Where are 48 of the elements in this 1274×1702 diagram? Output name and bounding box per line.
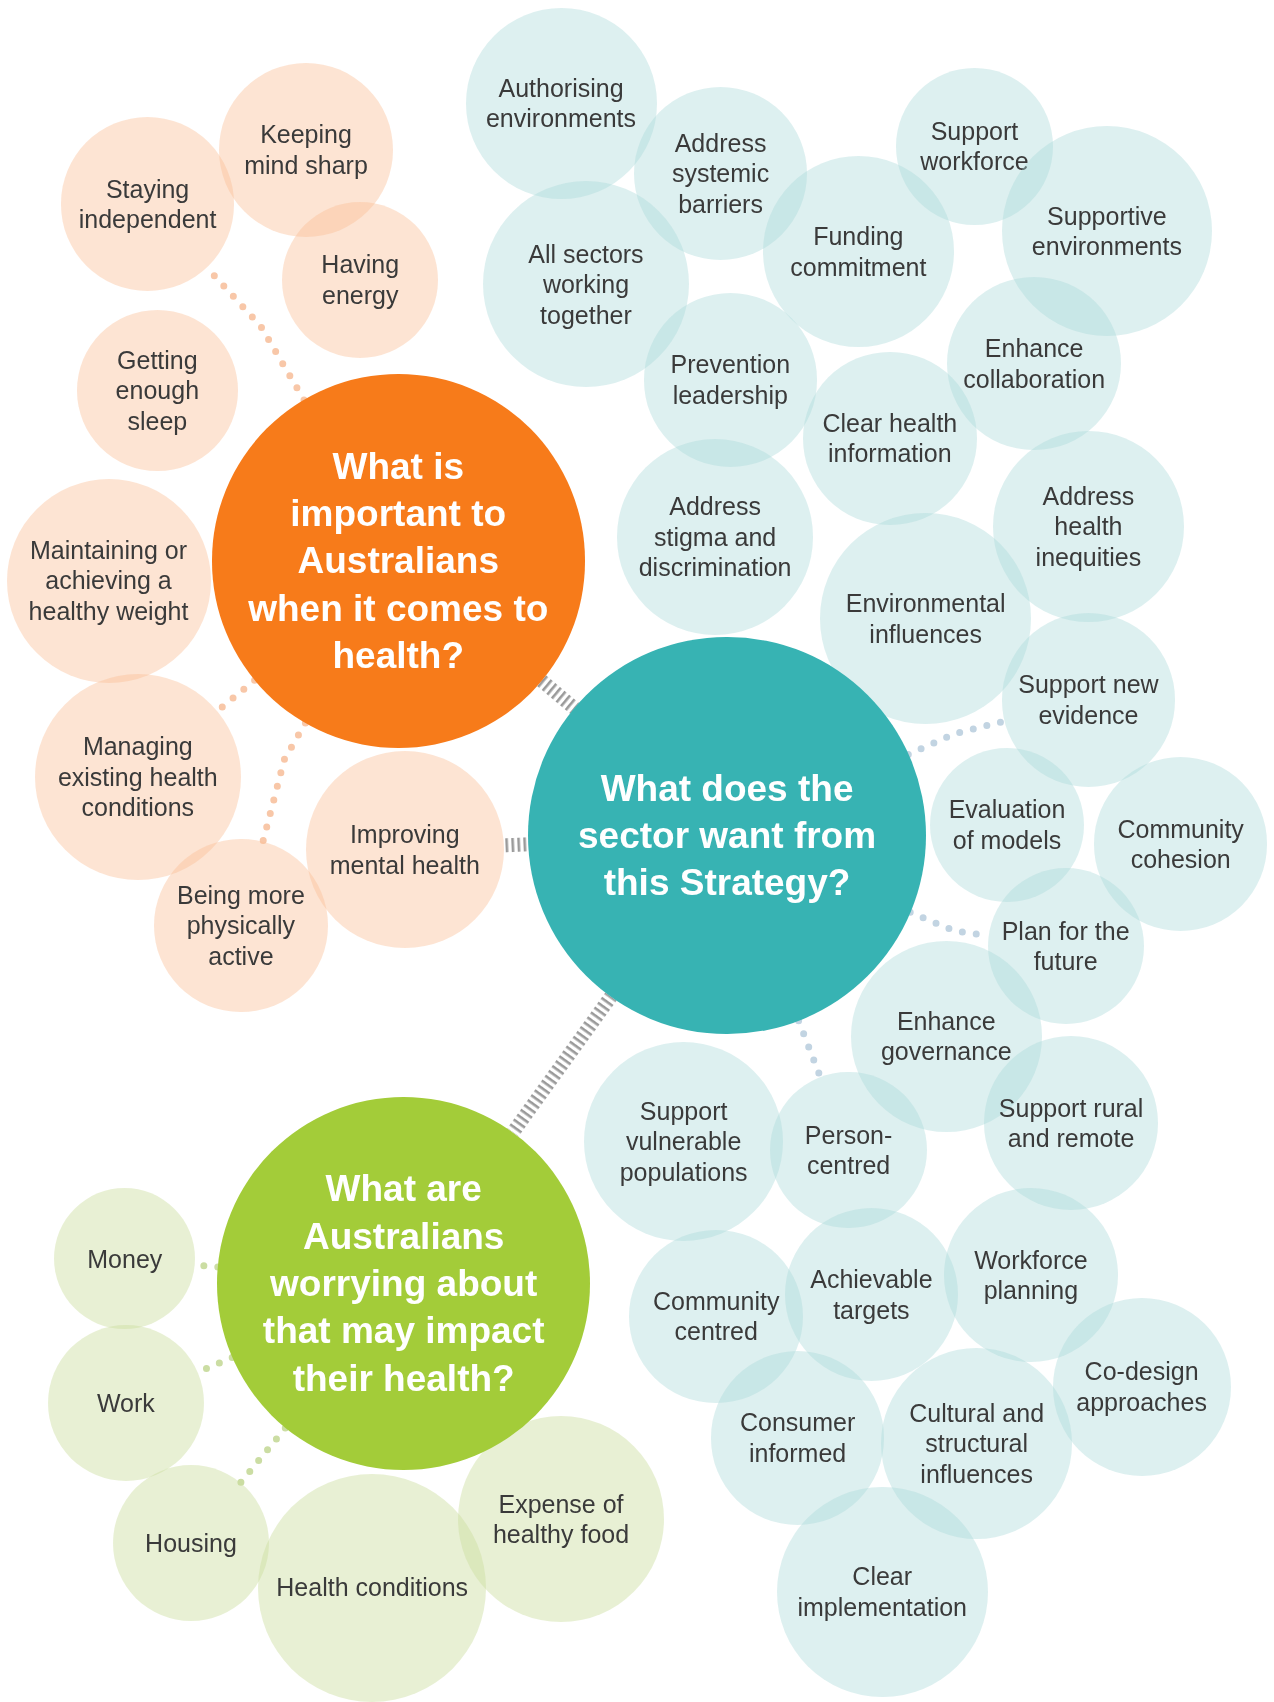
topic-text: Environmental influences (844, 588, 1007, 650)
topic-text: Support workforce (919, 116, 1030, 177)
topic-text: Expense of healthy food (491, 1488, 631, 1550)
topic-text: Being more physically active (175, 879, 306, 972)
topic-text: Housing (144, 1527, 238, 1559)
topic-text: Clear implementation (796, 1561, 968, 1623)
topic-text: Work (95, 1387, 156, 1419)
topic-text: Community cohesion (1116, 813, 1245, 875)
topic-text: Authorising environments (484, 72, 638, 134)
topic-text: Health conditions (275, 1572, 470, 1603)
topic-text: Keeping mind sharp (243, 119, 369, 181)
topic-text: Person-centred (803, 1119, 894, 1181)
topic-text: Having energy (320, 249, 401, 311)
topic-text: Maintaining or achieving a healthy weight (27, 534, 190, 627)
topic-text: Managing existing health conditions (56, 731, 219, 823)
topic-text: All sectors working together (527, 238, 645, 331)
topic-text: Funding commitment (789, 221, 928, 283)
topic-text: Clear health information (821, 407, 959, 469)
topic-text: Enhance collaboration (962, 333, 1107, 395)
topic-text: Achievable targets (809, 1264, 934, 1326)
dotted-connector (259, 719, 309, 846)
topic-text: Getting enough sleep (114, 344, 201, 437)
topic-text: Improving mental health (328, 819, 481, 881)
question-text: What does the sector want from this Strategy? (577, 766, 878, 906)
topic-text: Address health inequities (1034, 480, 1143, 573)
topic-text: Workforce planning (973, 1244, 1089, 1306)
topic-text: Enhance governance (879, 1005, 1013, 1067)
hatched-connector (503, 837, 529, 853)
topic-text: Co-design approaches (1075, 1356, 1208, 1418)
topic-text: Support rural and remote (997, 1092, 1145, 1154)
topic-text: Cultural and structural influences (908, 1397, 1046, 1489)
topic-text: Support vulnerable populations (618, 1095, 749, 1188)
question-text: What is important to Australians when it comes to health? (247, 444, 550, 679)
hatched-connector (507, 992, 617, 1137)
dotted-connector (237, 1424, 289, 1487)
topic-text: Prevention leadership (669, 349, 792, 411)
topic-text: Consumer informed (738, 1407, 857, 1469)
topic-text: Evaluation of models (947, 794, 1067, 856)
topic-text: Community centred (652, 1285, 781, 1347)
question-text: What are Australians worrying about that may impact their health? (261, 1167, 546, 1401)
topic-text: Address stigma and discrimination (637, 491, 793, 583)
topic-text: Support new evidence (1017, 669, 1160, 731)
topic-text: Supportive environments (1030, 200, 1183, 262)
topic-text: Address systemic barriers (670, 127, 771, 220)
hatched-connector (537, 675, 580, 714)
topic-text: Staying independent (77, 173, 218, 235)
topic-text: Money (86, 1243, 164, 1275)
topic-text: Plan for the future (1000, 915, 1131, 977)
